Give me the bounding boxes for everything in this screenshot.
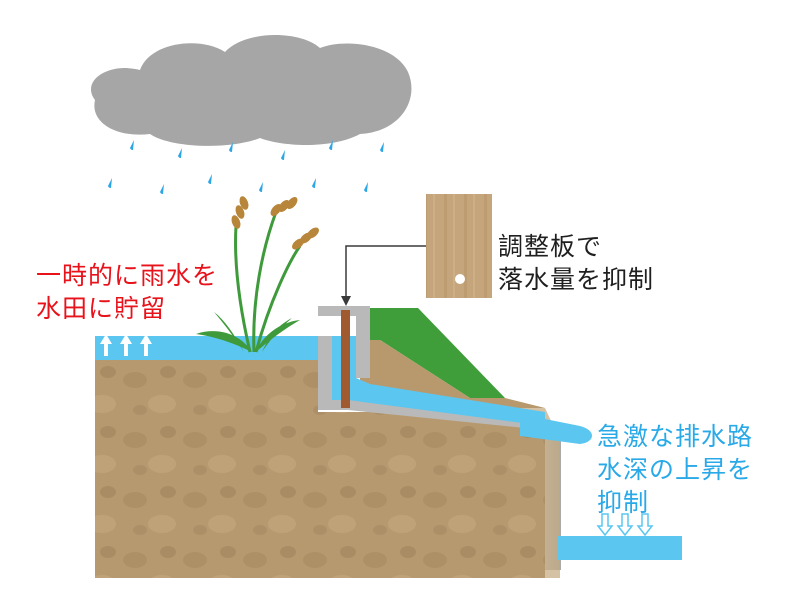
adjusting-board <box>341 310 350 408</box>
drain-suppression-line2: 水深の上昇を <box>597 455 754 484</box>
rain-icon <box>108 140 384 195</box>
cloud-icon <box>91 34 412 146</box>
up-arrow-icon <box>100 334 152 356</box>
adjusting-board-line2: 落水量を抑制 <box>498 265 655 294</box>
down-arrow-icon <box>596 513 654 537</box>
paddy-storage-line2: 水田に貯留 <box>36 294 167 323</box>
drain-suppression-label: 急激な排水路 水深の上昇を 抑制 <box>597 420 753 519</box>
embankment-grass <box>360 308 505 398</box>
paddy-storage-label: 一時的に雨水を 水田に貯留 <box>36 259 218 325</box>
adjusting-board-closeup <box>426 194 492 298</box>
rice-plant-icon <box>196 196 319 353</box>
adjusting-board-label: 調整板で 落水量を抑制 <box>498 230 654 296</box>
drain-water <box>558 536 682 560</box>
pointer-arrow-icon <box>341 245 426 306</box>
paddy-water <box>95 336 320 360</box>
drain-suppression-line1: 急激な排水路 <box>597 422 754 451</box>
outflow-jet <box>520 414 592 444</box>
adjusting-board-line1: 調整板で <box>498 232 603 261</box>
paddy-storage-line1: 一時的に雨水を <box>36 261 219 290</box>
drain-suppression-line3: 抑制 <box>597 488 650 517</box>
outlet-water <box>332 336 545 426</box>
